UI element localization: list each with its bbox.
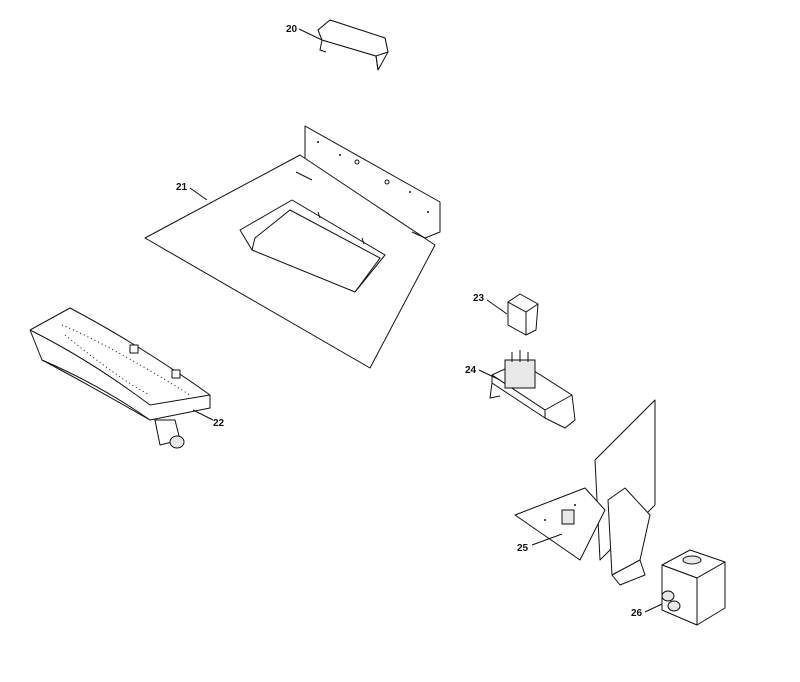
part-20-cover bbox=[317, 19, 389, 71]
part-label-23: 23 bbox=[473, 293, 485, 304]
part-label-22: 22 bbox=[213, 418, 225, 429]
part-label-26: 26 bbox=[631, 608, 643, 619]
part-label-20: 20 bbox=[286, 24, 298, 35]
part-label-24: 24 bbox=[465, 365, 477, 376]
part-25-base-panel bbox=[514, 399, 656, 586]
part-22-burner bbox=[29, 307, 211, 449]
part-label-21: 21 bbox=[176, 182, 188, 193]
part-26-box bbox=[661, 549, 726, 626]
part-21-plate bbox=[144, 125, 441, 369]
part-23-bracket bbox=[507, 293, 539, 336]
part-label-25: 25 bbox=[517, 543, 529, 554]
part-24-valve-bracket bbox=[489, 350, 576, 429]
